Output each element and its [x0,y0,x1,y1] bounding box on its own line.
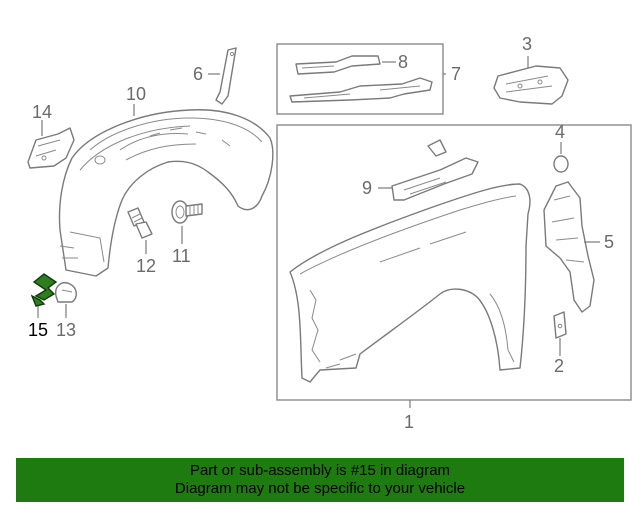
callout-3: 3 [522,34,532,54]
part-2-clip[interactable] [553,311,567,339]
part-10-wheelhouse-liner[interactable] [58,109,274,277]
callout-14: 14 [32,102,52,122]
callout-8: 8 [398,52,408,72]
callout-12: 12 [136,256,156,276]
part-1-fender[interactable] [289,183,531,383]
reinforcement-group-frame [276,43,444,115]
banner-line-2: Diagram may not be specific to your vehi… [174,480,466,497]
banner-line-1: Part or sub-assembly is #15 in diagram [189,462,451,479]
part-12-bolt[interactable] [127,207,153,239]
callout-13: 13 [56,320,76,340]
part-8-reinforcement[interactable] [295,55,381,75]
callout-7: 7 [451,64,461,84]
callout-1: 1 [404,412,414,432]
callout-15: 15 [28,320,48,340]
part-6-support-rod[interactable] [215,47,237,105]
callout-9: 9 [362,178,372,198]
part-5-fender-seal[interactable] [543,181,595,313]
part-7-rail[interactable] [289,77,433,103]
part-3-bracket[interactable] [493,65,569,105]
callout-2: 2 [554,356,564,376]
part-15-clip[interactable] [30,273,58,307]
part-13-clip[interactable] [55,282,77,303]
callout-4: 4 [555,122,565,142]
callout-5: 5 [604,232,614,252]
part-9-bracket[interactable] [391,139,479,201]
callout-11: 11 [172,246,191,266]
callout-10: 10 [126,84,146,104]
part-11-screw[interactable] [171,200,203,224]
fender-group-frame [276,124,632,401]
part-14-bracket[interactable] [27,127,75,169]
callout-lines [37,56,600,408]
info-banner: Part or sub-assembly is #15 in diagram D… [16,458,624,502]
callout-6: 6 [193,64,203,84]
part-4-grommet[interactable] [553,155,569,173]
